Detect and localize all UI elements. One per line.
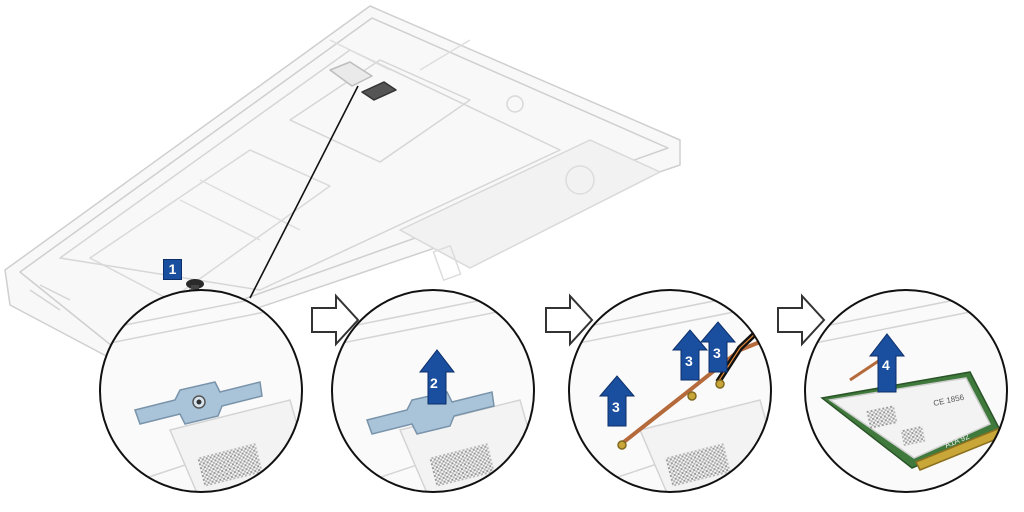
flow-arrow-icon: [311, 293, 360, 347]
magnified-view-1: [99, 289, 303, 493]
step-label-3c: 3: [713, 345, 721, 361]
step-label-4: 4: [882, 357, 890, 373]
step-label-3a: 3: [612, 399, 620, 415]
step-arrow-4: 4: [868, 333, 906, 393]
step-arrow-2: 2: [418, 349, 456, 405]
callout-leader-line: [249, 85, 359, 299]
step-label-3b: 3: [685, 353, 693, 369]
step-label-2: 2: [430, 375, 438, 391]
step-arrow-3c: 3: [699, 321, 737, 373]
flow-arrow-icon: [545, 293, 594, 347]
magnified-view-4: CE 1856 A1A 92: [804, 289, 1008, 493]
step-badge-1: 1: [163, 259, 182, 280]
step-arrow-3a: 3: [598, 375, 636, 427]
flow-arrow-icon: [777, 293, 826, 347]
step-arrow-3b: 3: [671, 329, 709, 381]
